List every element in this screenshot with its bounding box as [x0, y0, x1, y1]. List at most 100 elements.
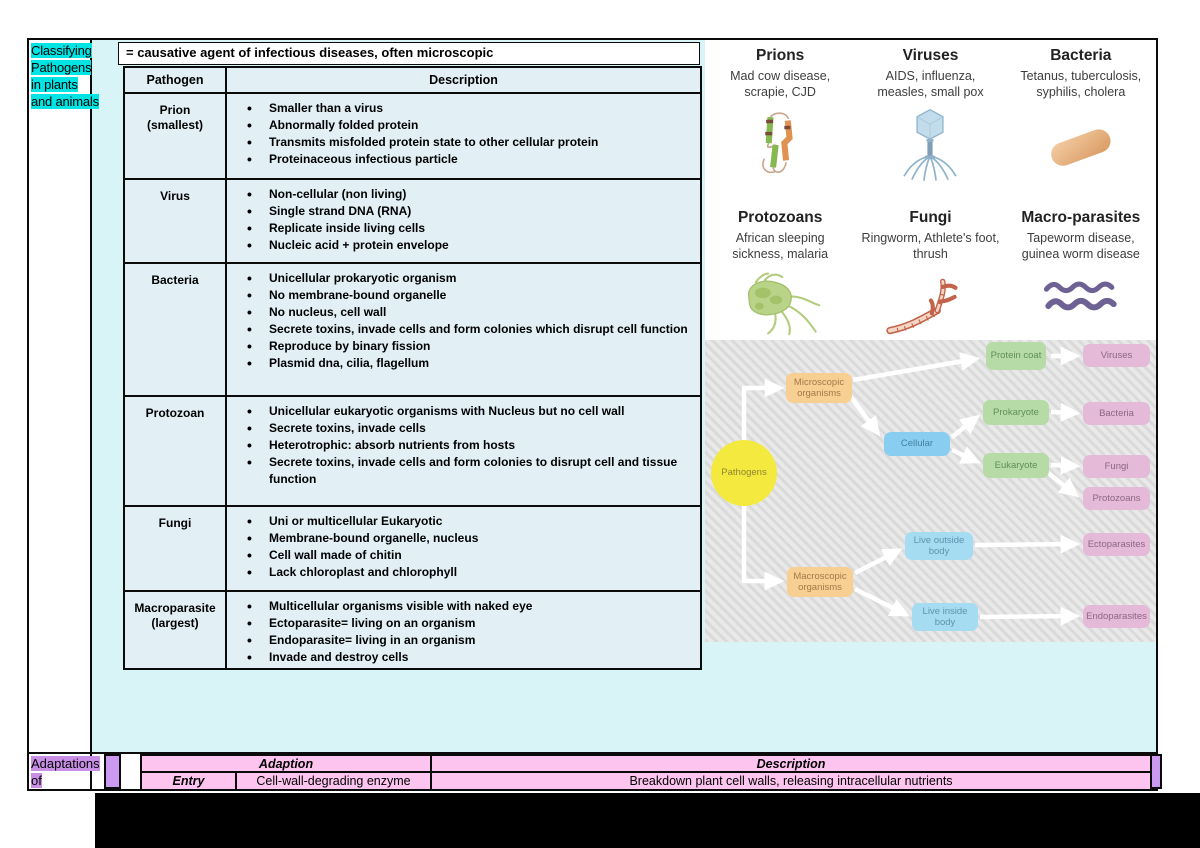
adaptations-header-adaption: Adaption	[139, 754, 433, 773]
flowchart-node-eukaryote: Eukaryote	[983, 453, 1049, 478]
parasitic-worms-icon	[1006, 278, 1156, 325]
flowchart-node-live-inside-body: Live inside body	[912, 603, 978, 631]
col-header-pathogen: Pathogen	[123, 66, 227, 94]
bullet-item: Nucleic acid + protein envelope	[237, 237, 692, 254]
table-row: Prion(smallest) Smaller than a virus Abn…	[123, 92, 702, 180]
bullet-item: Transmits misfolded protein state to oth…	[237, 134, 692, 151]
bullet-item: Heterotrophic: absorb nutrients from hos…	[237, 437, 692, 454]
protozoan-cell-icon	[705, 270, 855, 340]
bacteriophage-icon	[855, 108, 1005, 189]
card-examples: African sleeping sickness, malaria	[732, 231, 829, 261]
bullet-item: Reproduce by binary fission	[237, 338, 692, 355]
flowchart-node-macroscopic-organisms: Macroscopic organisms	[787, 567, 853, 597]
bullet-item: Multicellular organisms visible with nak…	[237, 598, 692, 615]
bullet-item: Replicate inside living cells	[237, 220, 692, 237]
pathogen-examples-panel: Prions Mad cow disease, scrapie, CJD Vir…	[705, 40, 1156, 340]
flowchart-node-microscopic-organisms: Microscopic organisms	[786, 373, 852, 403]
bullet-item: Secrete toxins, invade cells and form co…	[237, 321, 692, 338]
bullet-item: Lack chloroplast and chlorophyll	[237, 564, 692, 581]
card-examples: Ringworm, Athlete's foot, thrush	[861, 231, 1000, 261]
pathogen-table: Pathogen Description Prion(smallest) Sma…	[123, 66, 702, 670]
bullet-item: Non-cellular (non living)	[237, 186, 692, 203]
page-border	[27, 38, 1158, 791]
sidebar-divider-line	[90, 38, 92, 791]
card-title: Fungi	[909, 209, 952, 226]
flowchart-node-ectoparasites: Ectoparasites	[1083, 533, 1150, 556]
card-protozoans: Protozoans African sleeping sickness, ma…	[705, 202, 855, 340]
bullet-item: Ectoparasite= living on an organism	[237, 615, 692, 632]
flowchart-node-protein-coat: Protein coat	[986, 342, 1046, 370]
section-title-classifying-pathogens: Classifying Pathogens in plants and anim…	[31, 42, 99, 111]
bacterium-capsule-icon	[1006, 120, 1156, 181]
card-title: Macro-parasites	[1021, 209, 1141, 226]
bullet-item: Abnormally folded protein	[237, 117, 692, 134]
bullet-item: Endoparasite= living in an organism	[237, 632, 692, 649]
flowchart-node-bacteria: Bacteria	[1083, 402, 1150, 425]
pathogen-name-virus: Virus	[123, 178, 227, 264]
highlighted-label-text: Adaptations of	[31, 756, 100, 788]
table-row: Virus Non-cellular (non living) Single s…	[123, 178, 702, 264]
section-title-adaptations: Adaptations of	[31, 756, 101, 790]
flowchart-node-endoparasites: Endoparasites	[1083, 605, 1150, 628]
card-prions: Prions Mad cow disease, scrapie, CJD	[705, 40, 855, 202]
bottom-black-bar	[95, 793, 1200, 848]
bullet-item: Plasmid dna, cilia, flagellum	[237, 355, 692, 372]
card-title: Viruses	[902, 47, 959, 64]
flowchart-node-protozoans: Protozoans	[1083, 487, 1150, 510]
flowchart-node-cellular: Cellular	[884, 432, 950, 456]
bullet-item: Secrete toxins, invade cells and form co…	[237, 454, 692, 488]
adaptations-header-description: Description	[430, 754, 1153, 773]
bullet-item: Invade and destroy cells	[237, 649, 692, 666]
card-title: Protozoans	[737, 209, 823, 226]
adaptations-table: Adaption Description Entry Cell-wall-deg…	[139, 754, 1153, 791]
bullet-item: Uni or multicellular Eukaryotic	[237, 513, 692, 530]
table-row: Macroparasite(largest) Multicellular org…	[123, 590, 702, 670]
table-row: Bacteria Unicellular prokaryotic organis…	[123, 262, 702, 397]
card-examples: AIDS, influenza, measles, small pox	[877, 69, 984, 99]
flowchart-arrows	[741, 346, 1081, 626]
classification-flowchart: Pathogens Microscopic organisms Macrosco…	[705, 340, 1156, 642]
bullet-item: No nucleus, cell wall	[237, 304, 692, 321]
bullet-item: Unicellular eukaryotic organisms with Nu…	[237, 403, 692, 420]
table-row: Protozoan Unicellular eukaryotic organis…	[123, 395, 702, 507]
card-fungi: Fungi Ringworm, Athlete's foot, thrush	[855, 202, 1005, 340]
bullet-item: No membrane-bound organelle	[237, 287, 692, 304]
adaptations-left-strip	[104, 754, 121, 789]
table-row: Entry Cell-wall-degrading enzyme Breakdo…	[140, 771, 1153, 791]
pathogen-desc-protozoan: Unicellular eukaryotic organisms with Nu…	[225, 395, 702, 507]
card-viruses: Viruses AIDS, influenza, measles, small …	[855, 40, 1005, 202]
row-divider-line	[27, 752, 1158, 754]
bullet-item: Single strand DNA (RNA)	[237, 203, 692, 220]
bullet-item: Cell wall made of chitin	[237, 547, 692, 564]
bullet-item: Membrane-bound organelle, nucleus	[237, 530, 692, 547]
flowchart-node-fungi: Fungi	[1083, 455, 1150, 478]
pathogen-desc-prion: Smaller than a virus Abnormally folded p…	[225, 92, 702, 180]
pathogen-desc-bacteria: Unicellular prokaryotic organism No memb…	[225, 262, 702, 397]
pathogen-name-protozoan: Protozoan	[123, 395, 227, 507]
adaptation-name: Cell-wall-degrading enzyme	[234, 771, 433, 791]
col-header-description: Description	[225, 66, 702, 94]
card-examples: Tapeworm disease, guinea worm disease	[1021, 231, 1140, 261]
card-bacteria: Bacteria Tetanus, tuberculosis, syphilis…	[1006, 40, 1156, 202]
card-title: Prions	[756, 47, 805, 64]
flowchart-node-pathogens: Pathogens	[711, 440, 777, 506]
bullet-item: Secrete toxins, invade cells	[237, 420, 692, 437]
pathogen-name-bacteria: Bacteria	[123, 262, 227, 397]
pathogen-desc-fungi: Uni or multicellular Eukaryotic Membrane…	[225, 505, 702, 592]
pathogen-desc-macroparasite: Multicellular organisms visible with nak…	[225, 590, 702, 670]
flowchart-node-prokaryote: Prokaryote	[983, 400, 1049, 425]
card-title: Bacteria	[1050, 47, 1112, 64]
card-examples: Mad cow disease, scrapie, CJD	[730, 69, 831, 99]
adaptation-description: Breakdown plant cell walls, releasing in…	[430, 771, 1153, 791]
pathogen-name-prion: Prion(smallest)	[123, 92, 227, 180]
pathogen-name-fungi: Fungi	[123, 505, 227, 592]
pathogen-definition-caption: = causative agent of infectious diseases…	[118, 42, 700, 65]
table-row: Fungi Uni or multicellular Eukaryotic Me…	[123, 505, 702, 592]
fungal-hyphae-icon	[855, 276, 1005, 340]
bullet-item: Smaller than a virus	[237, 100, 692, 117]
highlighted-title-text: Classifying Pathogens in plants and anim…	[31, 43, 99, 110]
prion-protein-icon	[705, 108, 855, 185]
flowchart-node-live-outside-body: Live outside body	[905, 532, 973, 560]
pathogen-name-macroparasite: Macroparasite(largest)	[123, 590, 227, 670]
